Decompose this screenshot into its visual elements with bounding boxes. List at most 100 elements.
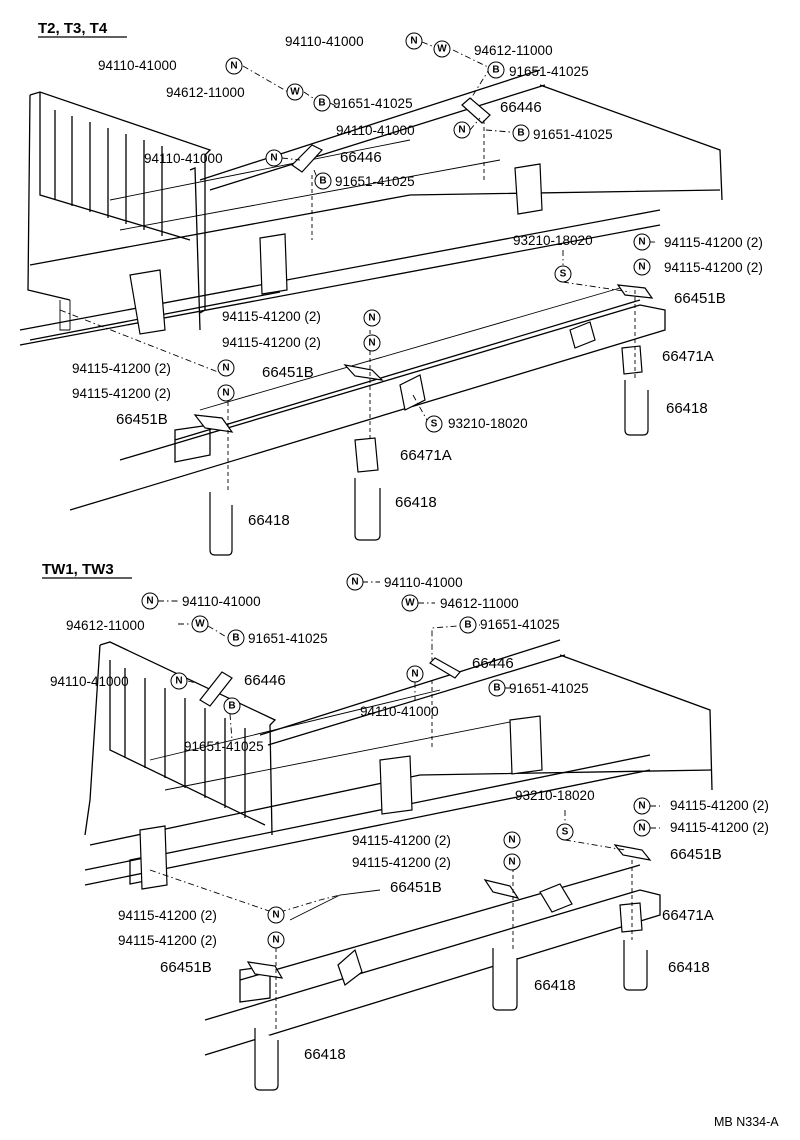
label-u-bolt: 66418 [248,512,290,529]
label-u-bolt: 66418 [304,1046,346,1063]
label-plate: 66451B [670,846,722,863]
nut-badge-label: N [222,363,229,374]
spacer-badge [556,823,574,841]
nut-badge [633,233,651,251]
label-nut: 94110-41000 [384,575,463,590]
label-nut-qty: 94115-41200 (2) [72,386,171,401]
section-title-top: T2, T3, T4 [38,20,108,37]
clamp-66471a [619,902,643,933]
nut-badge-label: N [351,577,358,588]
label-plate: 66451B [160,959,212,976]
clamp-66471a-right [621,345,643,375]
bolt-badge [223,697,241,715]
nut-badge [267,931,285,949]
label-nut-qty: 94115-41200 (2) [118,933,217,948]
label-nut-qty: 94115-41200 (2) [118,908,217,923]
spacer-badge-label: S [562,827,569,838]
label-plate: 66451B [674,290,726,307]
nut-badge-label: N [458,125,465,136]
spacer-badge [425,415,443,433]
label-plate: 66451B [390,879,442,896]
plate-66451b-center [343,364,384,381]
nut-badge-label: N [368,338,375,349]
nut-badge-label: N [638,262,645,273]
nut-badge-label: N [411,669,418,680]
label-clamp: 66471A [662,907,714,924]
nut-badge [363,309,381,327]
spacer-badge [554,265,572,283]
nut-badge [267,906,285,924]
label-clamp: 66471A [400,447,452,464]
label-bolt: 91651-41025 [335,174,415,189]
reference-code: MB N334-A [714,1115,779,1129]
nut-badge-label: N [230,61,237,72]
label-nut: 94110-41000 [336,123,415,138]
nut-badge [406,665,424,683]
u-bolt-66418-right [623,940,648,991]
badges-bottom: N W B N B N W B N B N N S N [141,573,651,949]
nut-badge-label: N [270,153,277,164]
washer-badge-label: W [195,619,205,630]
nut-badge-label: N [175,676,182,687]
label-bolt: 91651-41025 [333,96,413,111]
washer-badge-label: W [437,44,447,55]
bolt-badge-label: B [232,633,239,644]
label-washer: 94612-11000 [474,43,553,58]
label-washer: 94612-11000 [66,618,145,633]
washer-badge [401,594,419,612]
label-nut: 94110-41000 [50,674,129,689]
label-spacer: 93210-18020 [513,233,593,248]
nut-badge-label: N [410,36,417,47]
bolt-badge [227,629,245,647]
label-nut-qty: 94115-41200 (2) [664,235,763,250]
plate-66451b-left [193,414,234,433]
labels-bottom: 94110-41000 94612-11000 91651-41025 9411… [50,575,769,1063]
u-bolt-66418-left [254,1028,279,1091]
u-bolt-66418-center [354,478,381,541]
bolt-badge-label: B [493,683,500,694]
u-bolt-66418-left [209,492,233,556]
label-bracket: 66446 [244,672,286,689]
spacer-badge-label: S [431,419,438,430]
label-clamp: 66471A [662,348,714,365]
nut-badge-label: N [222,388,229,399]
nut-badge-label: N [508,835,515,846]
brackets-bottom [139,715,543,890]
badges-top: N W B N W B N B N B N N S [217,32,651,433]
label-washer: 94612-11000 [440,596,519,611]
label-nut: 94110-41000 [182,594,261,609]
label-plate: 66451B [262,364,314,381]
spacer-93210-center [399,374,426,411]
nut-badge-label: N [638,237,645,248]
label-bracket: 66446 [340,149,382,166]
nut-badge-label: N [146,596,153,607]
section-bottom: TW1, TW3 [42,561,769,1091]
nut-badge [265,149,283,167]
label-nut: 94110-41000 [98,58,177,73]
label-spacer: 93210-18020 [448,416,528,431]
nut-badge [217,359,235,377]
bracket-66446-right [461,97,491,124]
nut-badge-label: N [272,935,279,946]
nut-badge-label: N [508,857,515,868]
nut-badge [503,831,521,849]
truck-body-top [19,69,723,511]
nut-badge [225,57,243,75]
bolt-badge-label: B [464,620,471,631]
label-bolt: 91651-41025 [533,127,613,142]
plate-66451b-left [246,961,284,979]
label-nut-qty: 94115-41200 (2) [352,833,451,848]
section-top: T2, T3, T4 [19,20,763,556]
label-nut-qty: 94115-41200 (2) [670,798,769,813]
leader-lines-top [59,41,655,490]
label-plate: 66451B [116,411,168,428]
label-bolt: 91651-41025 [480,617,560,632]
bolt-badge-label: B [319,176,326,187]
label-washer: 94612-11000 [166,85,245,100]
bolt-badge [459,616,477,634]
plate-66451b-right [613,844,652,861]
nut-badge [405,32,423,50]
label-bolt: 91651-41025 [184,739,264,754]
bracket-66446-right [429,657,461,679]
